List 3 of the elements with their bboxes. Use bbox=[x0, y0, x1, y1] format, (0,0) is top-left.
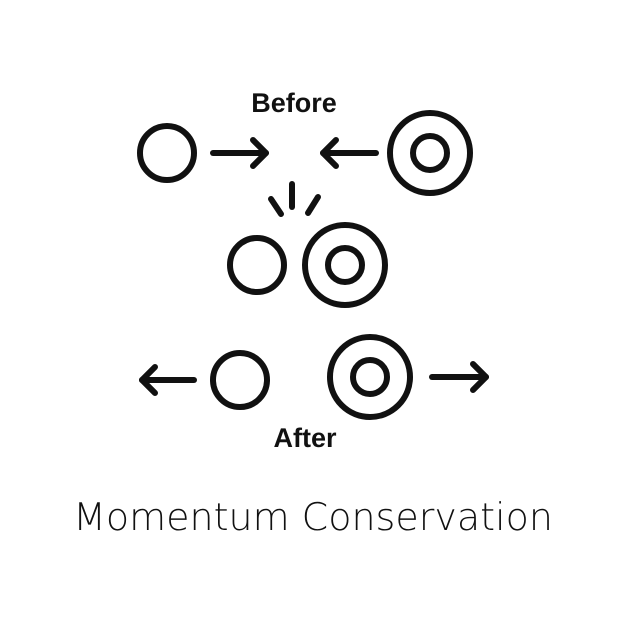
caption: Momentum Conservation bbox=[73, 495, 553, 539]
stage-label: After bbox=[274, 423, 336, 454]
stage-label: Before bbox=[251, 88, 337, 119]
